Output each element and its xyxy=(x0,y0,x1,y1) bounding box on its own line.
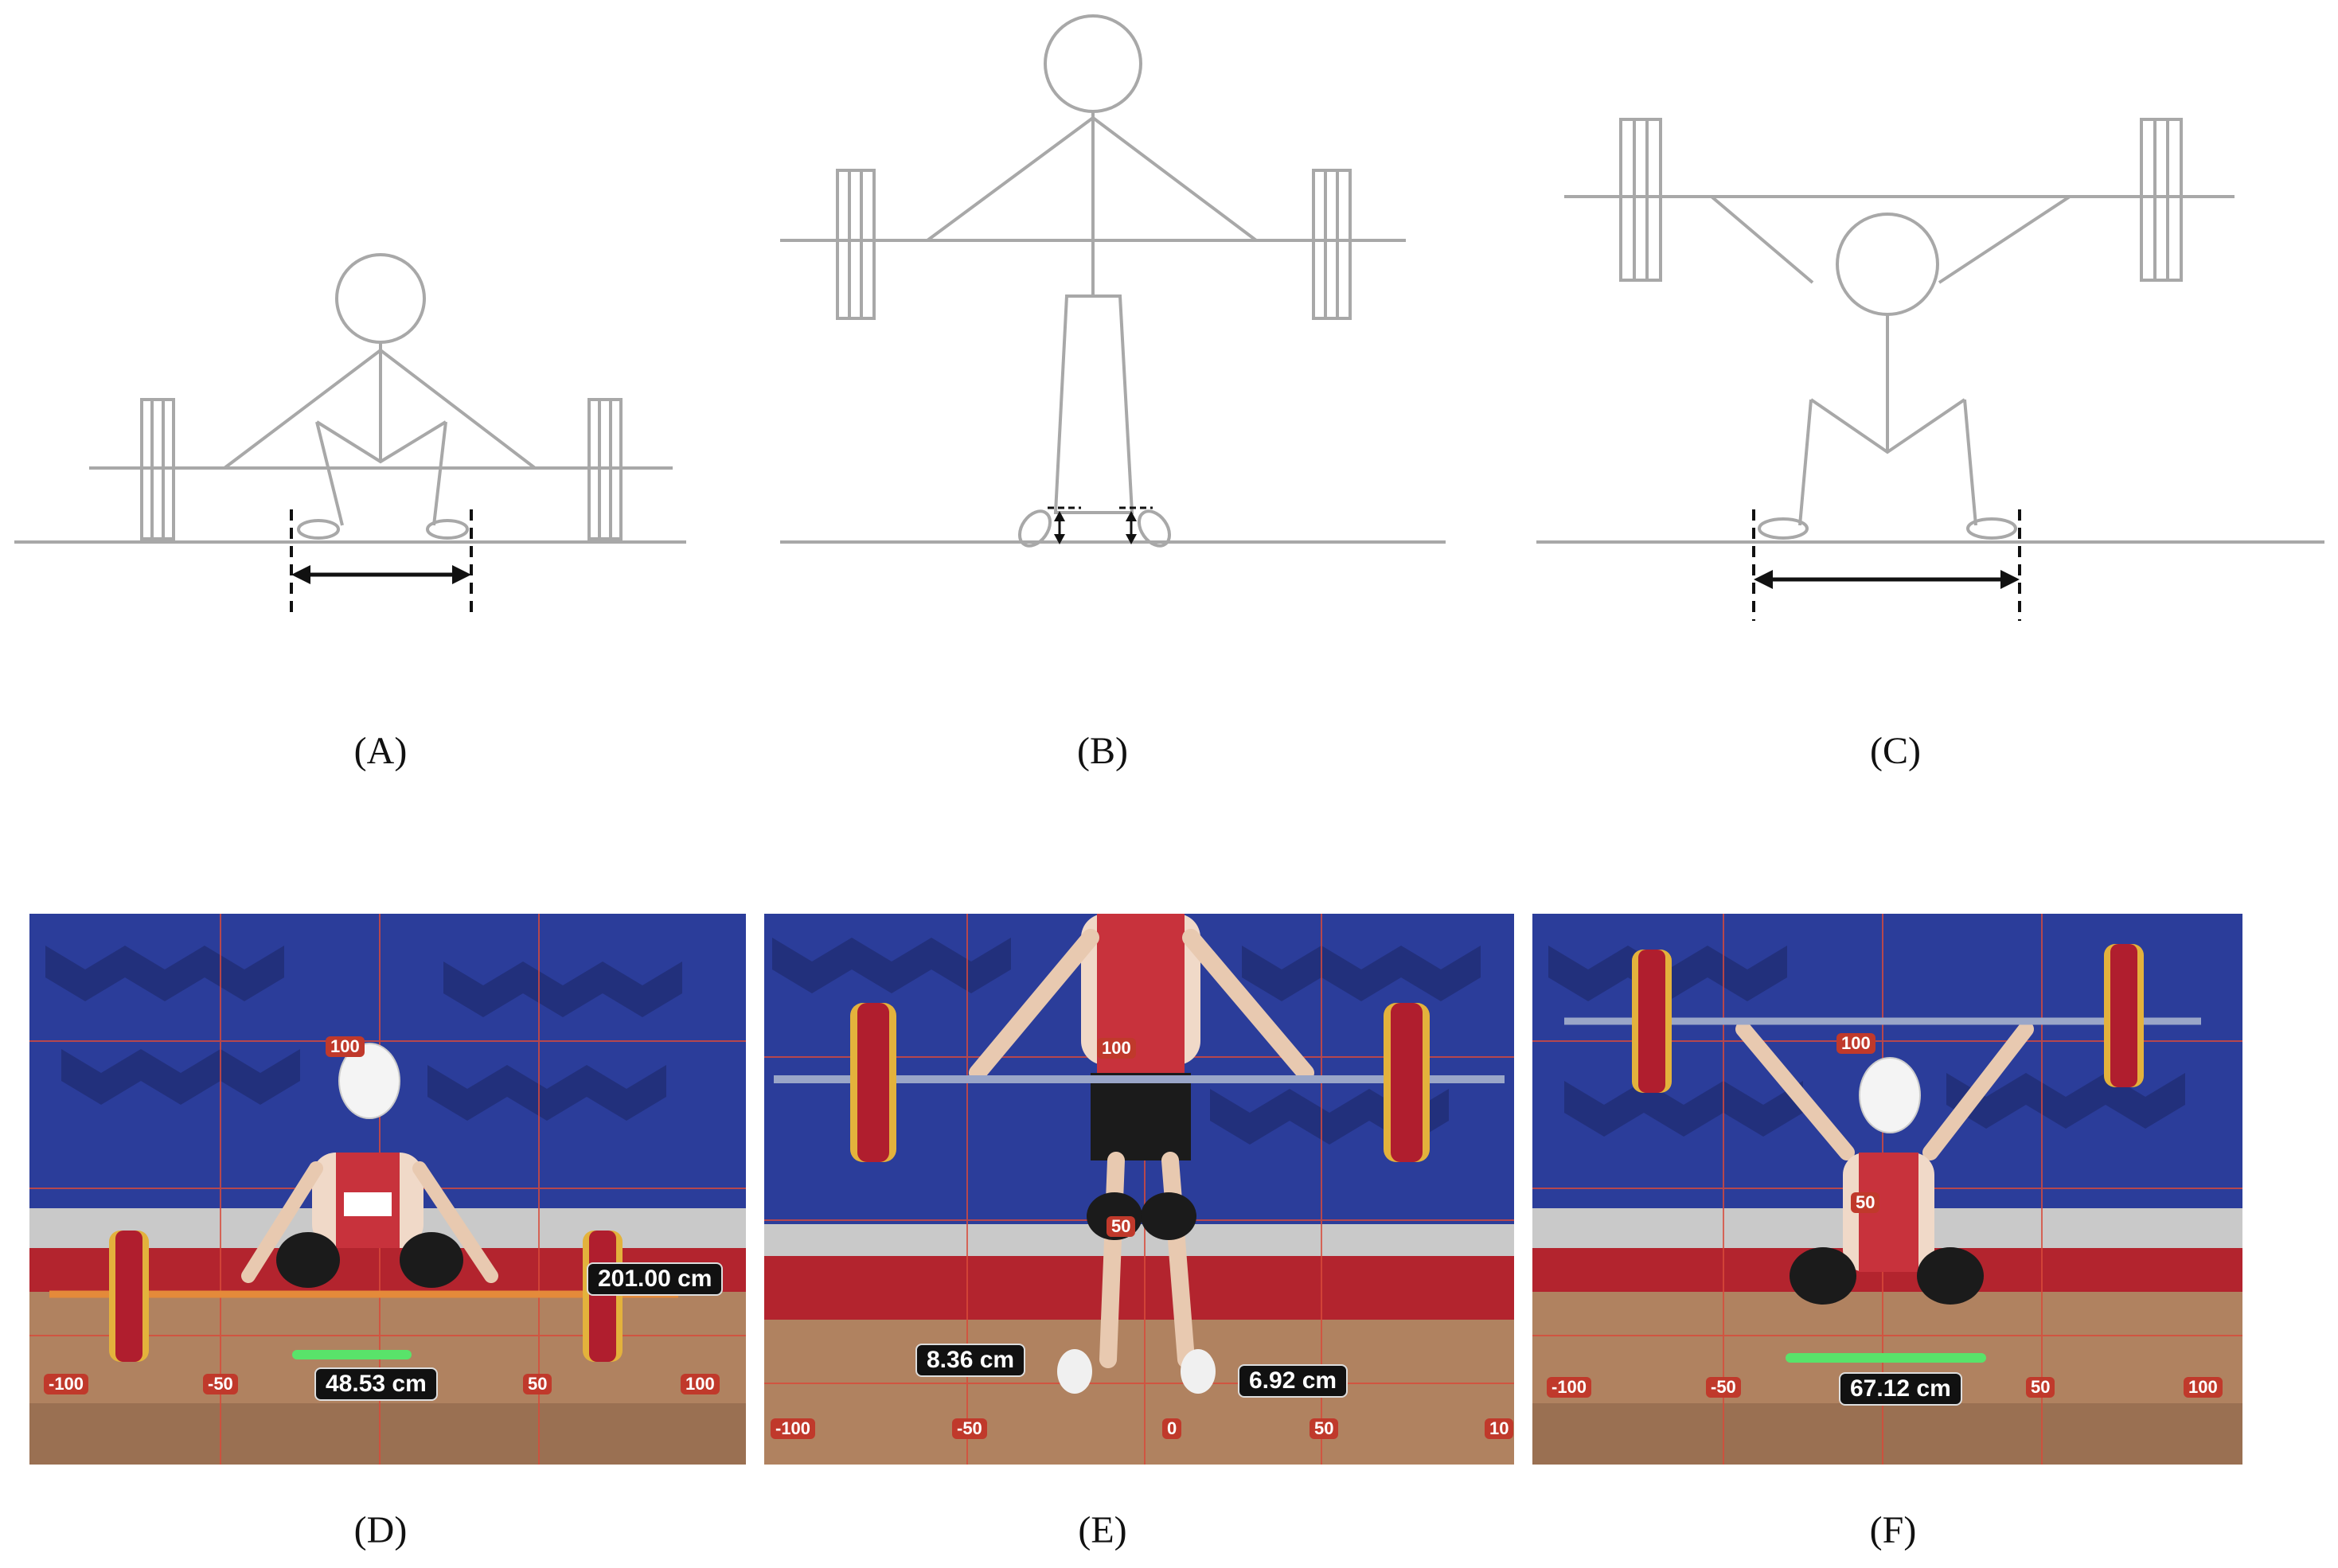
scale-tick: 50 xyxy=(2026,1377,2055,1398)
left-heel-height-label: 8.36 cm xyxy=(915,1344,1026,1377)
right-foot xyxy=(426,519,469,540)
right-shin xyxy=(1963,399,1977,526)
face-mask xyxy=(1859,1057,1921,1133)
right-foot xyxy=(1966,517,2017,540)
chest-tick: 50 xyxy=(1851,1192,1880,1213)
scale-tick: 100 xyxy=(681,1374,720,1394)
scale-tick: -100 xyxy=(1547,1377,1592,1398)
left-plate xyxy=(1619,118,1662,282)
right-plate xyxy=(1312,169,1352,320)
athlete-head xyxy=(1836,213,1939,316)
scale-tick: 50 xyxy=(523,1374,552,1394)
knee-tick: 50 xyxy=(1107,1216,1136,1237)
right-arm xyxy=(1938,195,2071,284)
legs xyxy=(1053,294,1134,514)
right-foot xyxy=(1137,509,1172,548)
caption-b: (B) xyxy=(1077,730,1128,772)
athlete-head xyxy=(335,253,426,344)
scale-tick: -50 xyxy=(1706,1377,1741,1398)
left-plate xyxy=(836,169,876,320)
panel-b-sketch: (B) xyxy=(764,0,1465,772)
scale-tick: -100 xyxy=(771,1418,816,1439)
catch-position-diagram xyxy=(1536,118,2324,621)
bar-length-label: 201.00 cm xyxy=(587,1262,724,1296)
athlete-head xyxy=(1044,14,1142,113)
caption-a: (A) xyxy=(353,730,408,772)
caption-f: (F) xyxy=(1869,1509,1917,1551)
scale-tick: -50 xyxy=(203,1374,238,1394)
left-foot xyxy=(1758,517,1809,540)
scale-tick: -100 xyxy=(44,1374,89,1394)
left-shin xyxy=(315,421,344,526)
thighs xyxy=(315,420,447,464)
right-heel-height-label: 6.92 cm xyxy=(1238,1364,1349,1398)
caption-d: (D) xyxy=(353,1509,408,1551)
left-foot xyxy=(297,519,340,540)
stance-width-label: 48.53 cm xyxy=(314,1367,438,1401)
thighs xyxy=(1809,398,1966,454)
start-position-diagram xyxy=(14,253,686,617)
height-tick: 100 xyxy=(1097,1038,1136,1059)
stance-marker xyxy=(292,1350,412,1359)
scale-tick: -50 xyxy=(952,1418,987,1439)
caption-e: (E) xyxy=(1078,1509,1127,1551)
photo-e-pull: 100 50 8.36 cm 6.92 cm -100 -50 0 50 10 xyxy=(764,914,1514,1465)
scale-tick: 100 xyxy=(2184,1377,2223,1398)
arms xyxy=(223,348,537,470)
right-plate xyxy=(2140,118,2183,282)
caption-c: (C) xyxy=(1870,730,1921,772)
panel-c-sketch: (C) xyxy=(1528,0,2338,772)
left-shin xyxy=(1798,399,1813,526)
photo-e-scene xyxy=(764,914,1514,1465)
stance-width-label: 67.12 cm xyxy=(1839,1372,1962,1406)
scale-tick: 0 xyxy=(1162,1418,1182,1439)
height-tick: 100 xyxy=(1836,1033,1875,1054)
photo-f-catch: 100 50 67.12 cm -100 -50 50 100 xyxy=(1532,914,2242,1465)
left-foot xyxy=(1017,509,1052,548)
scale-tick: 10 xyxy=(1485,1418,1514,1439)
panel-a-sketch: (A) xyxy=(0,0,701,772)
pull-position-diagram xyxy=(780,14,1446,548)
right-plate xyxy=(587,398,623,540)
photo-d-start: 100 201.00 cm 48.53 cm -100 -50 50 100 xyxy=(29,914,746,1465)
height-tick: 100 xyxy=(326,1036,365,1057)
scale-tick: 50 xyxy=(1310,1418,1339,1439)
right-shin xyxy=(432,421,447,526)
stance-marker xyxy=(1786,1353,1986,1363)
arms xyxy=(926,115,1258,242)
left-plate xyxy=(140,398,175,540)
left-arm xyxy=(1710,195,1814,284)
